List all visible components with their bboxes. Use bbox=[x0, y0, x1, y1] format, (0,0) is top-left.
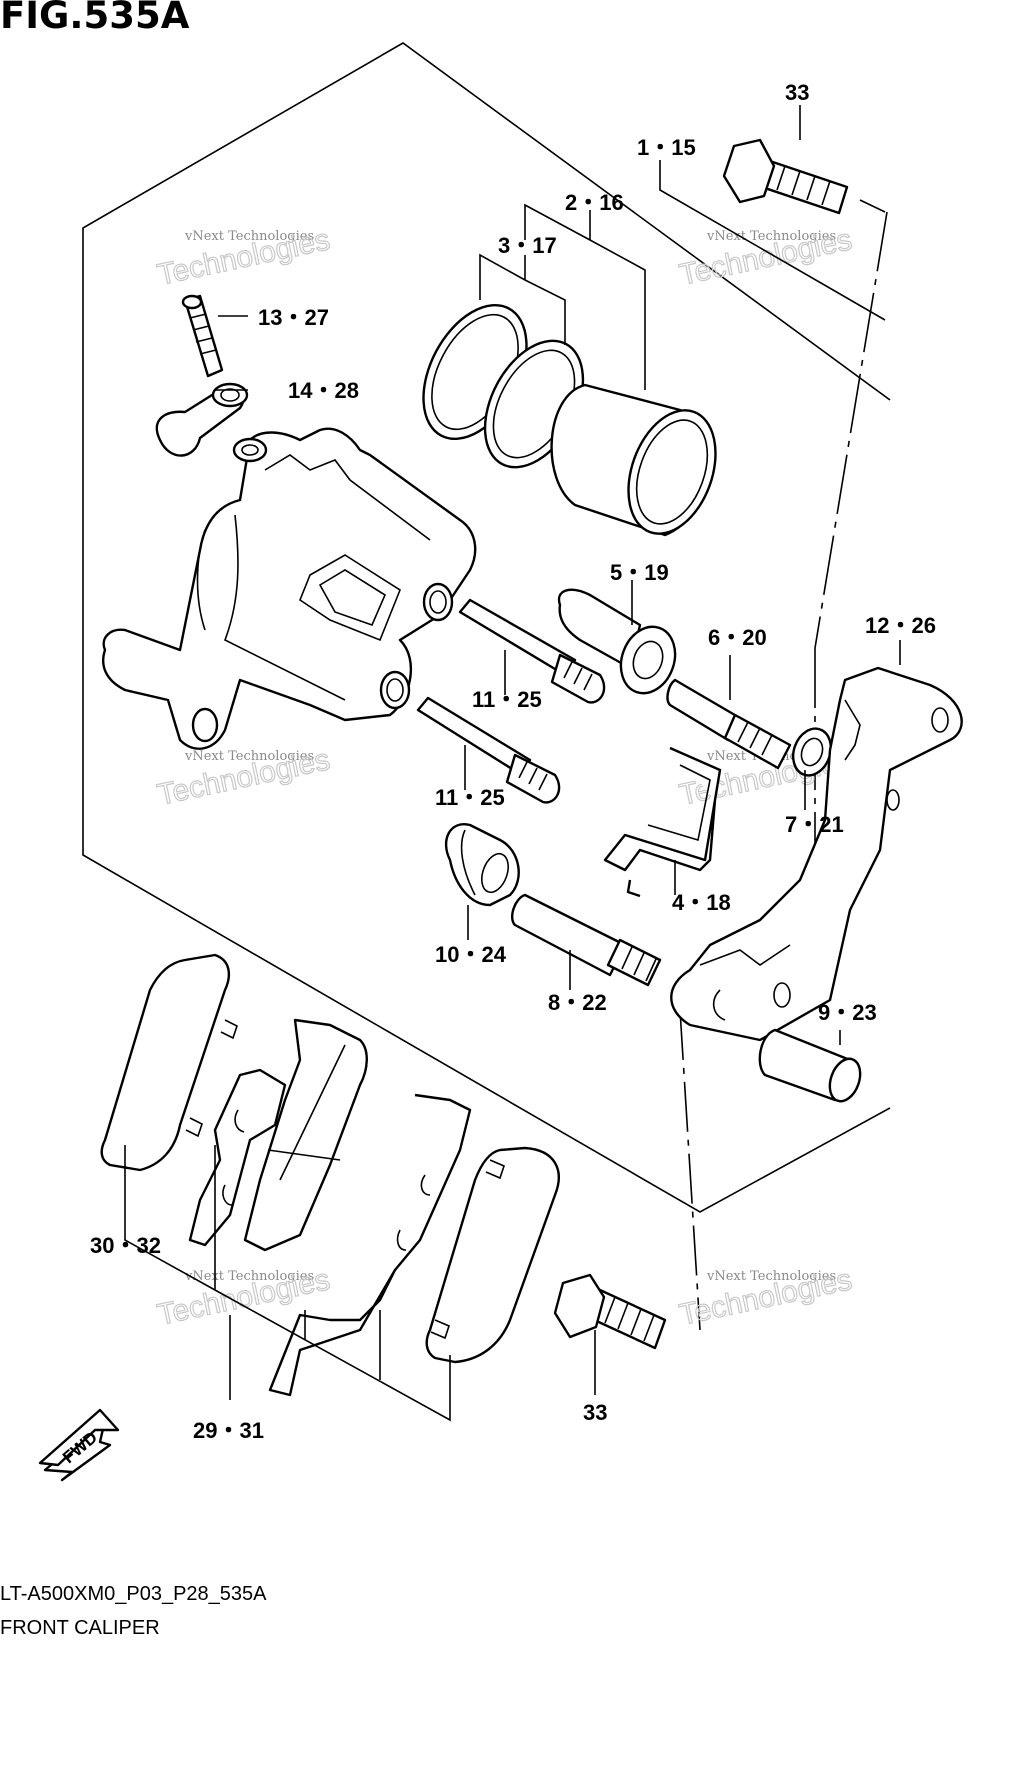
pad-spring bbox=[603, 746, 722, 898]
watermark-text: vNext Technologies bbox=[184, 229, 314, 244]
frame-dashed-edge bbox=[814, 211, 888, 649]
callout-12-26: 12・26 bbox=[865, 613, 936, 638]
bracket-sleeve bbox=[758, 1028, 862, 1103]
callout-33-bottom: 33 bbox=[583, 1400, 607, 1425]
callout-9-23: 9・23 bbox=[818, 1000, 877, 1025]
bleeder-cap bbox=[155, 382, 249, 457]
callout-labels: 33 1・15 2・16 3・17 13・27 14・28 5・19 6・20 … bbox=[90, 80, 936, 1443]
callout-8-22: 8・22 bbox=[548, 990, 607, 1015]
callout-13-27: 13・27 bbox=[258, 305, 329, 330]
forward-direction-arrow: FWD bbox=[38, 1408, 120, 1482]
bolt-dash-line bbox=[679, 1009, 701, 1331]
bolt-33-bottom bbox=[553, 1273, 667, 1350]
callout-11-25-upper: 11・25 bbox=[472, 687, 542, 712]
bleeder-screw bbox=[181, 294, 224, 378]
pin-boot bbox=[557, 588, 677, 695]
callout-33-top: 33 bbox=[785, 80, 809, 105]
brake-pad-inner-left bbox=[243, 1018, 368, 1252]
watermark-text: vNext Technologies bbox=[706, 229, 836, 244]
callout-30-32: 30・32 bbox=[90, 1233, 161, 1258]
callout-7-21: 7・21 bbox=[785, 812, 844, 837]
callout-5-19: 5・19 bbox=[610, 560, 669, 585]
bolt-33-top bbox=[722, 138, 849, 215]
figure-title: FIG.535A bbox=[0, 0, 190, 37]
brake-pad-outer bbox=[100, 953, 238, 1172]
model-code: LT-A500XM0_P03_P28_535A bbox=[0, 1583, 267, 1605]
callout-4-18: 4・18 bbox=[672, 890, 731, 915]
caliper-body bbox=[102, 427, 477, 750]
callout-14-28: 14・28 bbox=[288, 378, 359, 403]
brake-pad-shim-inner bbox=[268, 1093, 472, 1397]
callout-6-20: 6・20 bbox=[708, 625, 767, 650]
caliper-pin-bolt bbox=[666, 678, 792, 770]
caliper-bracket bbox=[670, 666, 963, 1042]
watermark-text: vNext Technologies bbox=[706, 1269, 836, 1284]
caliper-pin-lower bbox=[416, 696, 561, 804]
bracket-pin bbox=[511, 893, 662, 987]
caliper-piston bbox=[550, 383, 717, 537]
callout-29-31: 29・31 bbox=[193, 1418, 264, 1443]
callout-2-16: 2・16 bbox=[565, 190, 624, 215]
callout-10-24: 10・24 bbox=[435, 942, 507, 967]
brake-pad-inner-right bbox=[425, 1146, 560, 1364]
callout-1-15: 1・15 bbox=[637, 135, 696, 160]
callout-11-25-lower: 11・25 bbox=[435, 785, 505, 810]
leader-lines bbox=[124, 105, 901, 1422]
bracket-boot bbox=[444, 823, 520, 907]
caliper-pin-upper bbox=[458, 598, 606, 704]
watermark-text: vNext Technologies bbox=[184, 1269, 314, 1284]
watermark-text: vNext Technologies bbox=[184, 749, 314, 764]
callout-3-17: 3・17 bbox=[498, 233, 557, 258]
brake-pad-shim-outer bbox=[188, 1068, 287, 1247]
assembly-frame bbox=[82, 42, 891, 1213]
figure-caption: FRONT CALIPER bbox=[0, 1617, 160, 1639]
